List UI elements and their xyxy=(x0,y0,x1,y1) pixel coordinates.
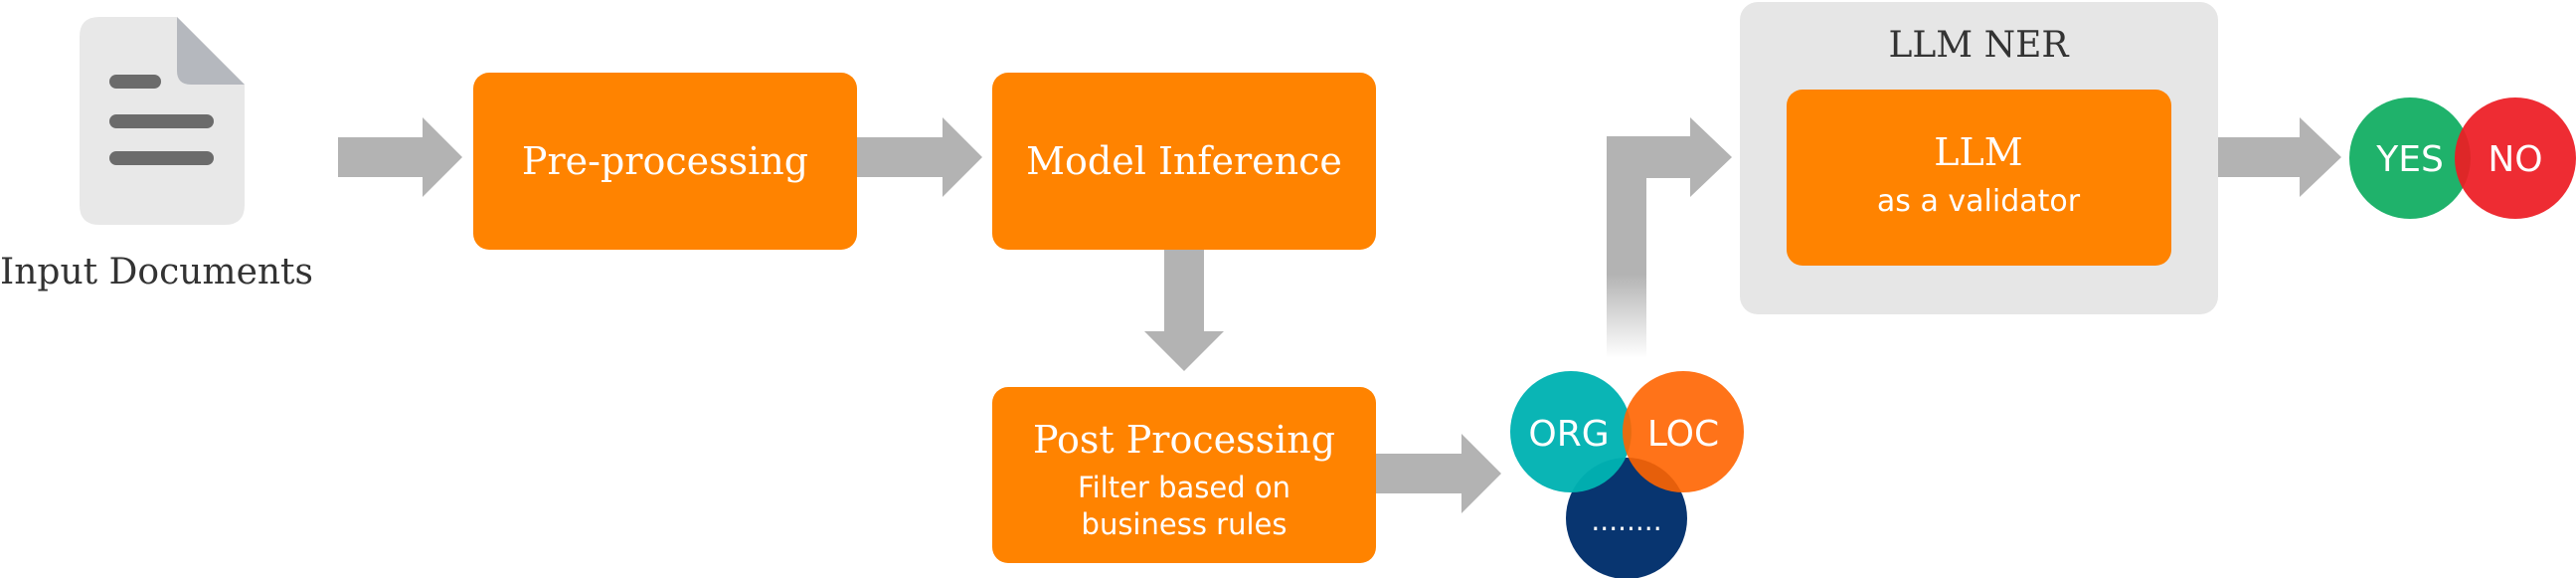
llm-ner-panel: LLM NER LLM as a validator xyxy=(1740,2,2218,314)
yes-circle xyxy=(2349,97,2471,219)
llm-ner-title: LLM NER xyxy=(1888,25,2069,66)
arrow-inference-to-postprocessing xyxy=(1144,249,1224,371)
more-entities-label: ........ xyxy=(1591,504,1661,537)
post-processing-line1: Filter based on xyxy=(1078,471,1290,504)
model-inference-label: Model Inference xyxy=(1026,139,1342,183)
no-label: NO xyxy=(2488,139,2542,180)
org-label: ORG xyxy=(1528,414,1609,455)
post-processing-title: Post Processing xyxy=(1033,418,1335,462)
loc-circle xyxy=(1623,371,1744,492)
arrow-doc-to-preprocessing xyxy=(338,117,462,197)
post-processing-step: Post Processing Filter based on business… xyxy=(992,387,1376,563)
arrow-llm-to-decision xyxy=(2218,117,2341,197)
entity-circles: ORG LOC ........ xyxy=(1510,371,1744,578)
decision-circles: YES NO xyxy=(2349,97,2576,219)
loc-label: LOC xyxy=(1647,414,1719,455)
post-processing-line2: business rules xyxy=(1082,507,1288,541)
arrow-postprocessing-to-entities xyxy=(1376,434,1501,513)
llm-validator-box xyxy=(1787,90,2171,266)
arrow-preprocessing-to-inference xyxy=(857,117,982,197)
yes-label: YES xyxy=(2375,139,2444,180)
no-circle xyxy=(2455,97,2576,219)
document-icon xyxy=(80,17,245,225)
more-entities-circle xyxy=(1566,458,1687,578)
preprocessing-label: Pre-processing xyxy=(522,139,808,183)
input-documents-label: Input Documents xyxy=(0,252,313,292)
arrow-entities-to-llm xyxy=(1607,117,1732,358)
llm-box-subtitle: as a validator xyxy=(1877,184,2081,219)
model-inference-step: Model Inference xyxy=(992,73,1376,250)
preprocessing-step: Pre-processing xyxy=(473,73,857,250)
org-circle xyxy=(1510,371,1631,492)
llm-box-title: LLM xyxy=(1934,130,2022,174)
